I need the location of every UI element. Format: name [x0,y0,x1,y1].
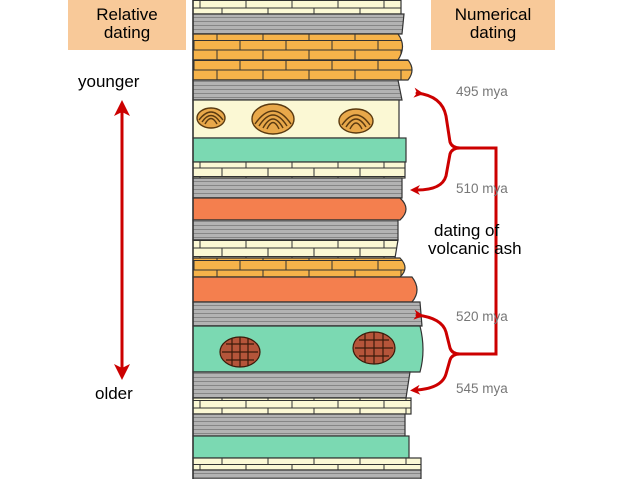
shell-fossil-icon [196,107,226,129]
shell-fossil-icon [251,103,295,135]
relative-time-arrow [114,100,130,380]
volcanic-ash-note-line2: volcanic ash [428,239,522,258]
relative-dating-header: Relative dating [68,0,186,50]
age-label-545: 545 mya [456,381,508,396]
numerical-dating-arrows [410,87,498,395]
volcanic-ash-note: dating of volcanic ash [428,222,522,258]
relative-dating-header-line1: Relative [96,5,158,24]
trilobite-icon [352,331,396,365]
trilobite-icon [219,336,261,368]
shell-fossils [196,103,374,135]
relative-dating-header-line2: dating [103,23,151,42]
rock-column [192,0,424,479]
trilobite-fossils [219,331,396,368]
volcanic-ash-note-line1: dating of [434,221,500,240]
shell-fossil-icon [338,108,374,134]
age-label-520: 520 mya [456,309,508,324]
age-label-495: 495 mya [456,84,508,99]
numerical-dating-header-line1: Numerical [454,5,532,24]
younger-label: younger [78,72,140,91]
numerical-dating-header-line2: dating [469,23,517,42]
age-label-510: 510 mya [456,181,508,196]
numerical-dating-header: Numerical dating [431,0,555,50]
older-label: older [95,384,133,403]
